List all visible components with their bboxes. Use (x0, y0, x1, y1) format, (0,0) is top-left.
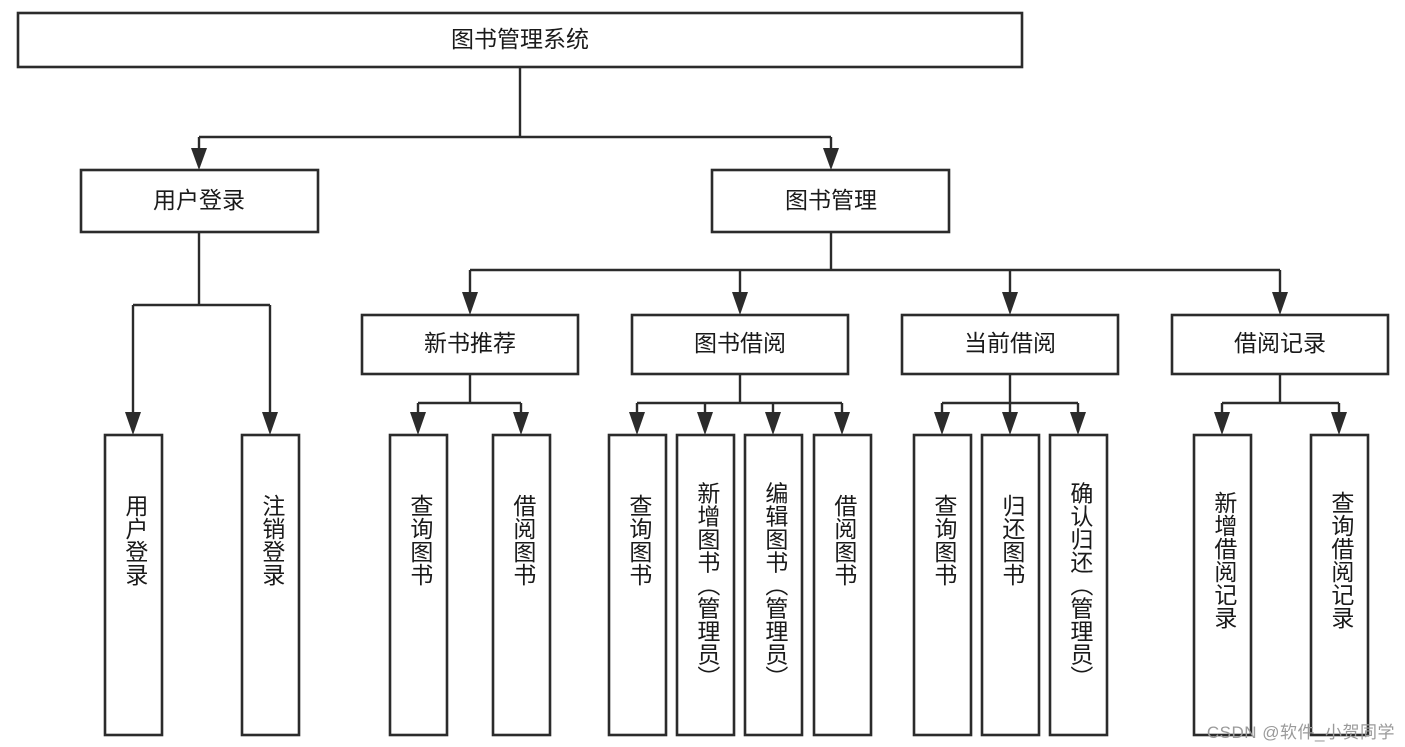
node-leaf-logout-login-box[interactable] (240, 433, 301, 737)
arrow-br-to-leaf-1 (1214, 412, 1230, 435)
node-leaf-edit-book[interactable]: 编辑图书（管理员） (743, 433, 804, 737)
node-borrow-record-box[interactable] (1170, 313, 1390, 376)
node-borrow-record[interactable]: 借阅记录 (1170, 313, 1390, 376)
node-leaf-borrow-book-1-box[interactable] (491, 433, 552, 737)
node-root-box[interactable] (16, 11, 1024, 69)
arrow-bb-to-leaf-2 (697, 412, 713, 435)
node-leaf-return-book[interactable]: 归还图书 (980, 433, 1041, 737)
node-current-borrow-box[interactable] (900, 313, 1120, 376)
node-leaf-query-book-1-label: 查询图书 (407, 494, 434, 586)
arrow-user-to-leaf-1 (125, 412, 141, 435)
node-leaf-query-book-2-box[interactable] (607, 433, 668, 737)
node-leaf-edit-book-label: 编辑图书（管理员） (762, 482, 789, 689)
node-new-book-recommend-box[interactable] (360, 313, 580, 376)
node-leaf-confirm-return-label: 确认归还（管理员） (1067, 482, 1094, 689)
arrow-bm-to-new-book (462, 292, 478, 315)
node-leaf-logout-login-label: 注销登录 (259, 494, 286, 586)
node-book-management-box[interactable] (710, 168, 951, 234)
node-leaf-query-book-1-box[interactable] (388, 433, 449, 737)
node-leaf-query-book-2[interactable]: 查询图书 (607, 433, 668, 737)
node-leaf-confirm-return-box[interactable] (1048, 433, 1109, 737)
node-book-borrow[interactable]: 图书借阅 (630, 313, 850, 376)
arrow-bb-to-leaf-4 (834, 412, 850, 435)
node-leaf-user-login-label: 用户登录 (122, 494, 149, 586)
node-leaf-query-book-3-label: 查询图书 (931, 494, 958, 586)
node-user-login[interactable]: 用户登录 (79, 168, 320, 234)
connector-group-current-borrow (934, 374, 1086, 435)
arrow-bb-to-leaf-1 (629, 412, 645, 435)
node-leaf-user-login[interactable]: 用户登录 (103, 433, 164, 737)
arrow-nb-to-leaf-2 (513, 412, 529, 435)
connector-group-book-borrow (629, 374, 850, 435)
arrow-root-to-user-login (191, 148, 207, 170)
node-user-login-box[interactable] (79, 168, 320, 234)
node-book-management[interactable]: 图书管理 (710, 168, 951, 234)
arrow-cb-to-leaf-3 (1070, 412, 1086, 435)
node-root-label: 图书管理系统 (451, 26, 589, 52)
node-borrow-record-label: 借阅记录 (1234, 330, 1326, 356)
node-leaf-query-book-3[interactable]: 查询图书 (912, 433, 973, 737)
node-new-book-recommend[interactable]: 新书推荐 (360, 313, 580, 376)
node-leaf-query-book-1[interactable]: 查询图书 (388, 433, 449, 737)
arrow-bm-to-current-borrow (1002, 292, 1018, 315)
node-leaf-query-book-3-box[interactable] (912, 433, 973, 737)
arrow-br-to-leaf-2 (1331, 412, 1347, 435)
node-book-borrow-box[interactable] (630, 313, 850, 376)
arrow-cb-to-leaf-2 (1002, 412, 1018, 435)
node-leaf-query-record[interactable]: 查询借阅记录 (1309, 433, 1370, 737)
node-leaf-user-login-box[interactable] (103, 433, 164, 737)
node-leaf-borrow-book-1[interactable]: 借阅图书 (491, 433, 552, 737)
arrow-user-to-leaf-2 (262, 412, 278, 435)
node-book-management-label: 图书管理 (785, 187, 877, 213)
node-leaf-query-book-2-label: 查询图书 (626, 494, 653, 586)
node-leaf-query-record-box[interactable] (1309, 433, 1370, 737)
node-leaf-add-book-box[interactable] (675, 433, 736, 737)
node-leaf-edit-book-box[interactable] (743, 433, 804, 737)
node-current-borrow-label: 当前借阅 (964, 330, 1056, 356)
arrow-bm-to-book-borrow (732, 292, 748, 315)
connector-group-book-management (462, 232, 1288, 315)
node-leaf-add-book[interactable]: 新增图书（管理员） (675, 433, 736, 737)
node-current-borrow[interactable]: 当前借阅 (900, 313, 1120, 376)
arrow-bm-to-borrow-record (1272, 292, 1288, 315)
arrow-nb-to-leaf-1 (410, 412, 426, 435)
connector-group-user-login (125, 232, 278, 435)
node-book-borrow-label: 图书借阅 (694, 330, 786, 356)
node-leaf-borrow-book-2[interactable]: 借阅图书 (812, 433, 873, 737)
node-leaf-query-record-label: 查询借阅记录 (1328, 491, 1355, 629)
connector-group-new-book (410, 374, 529, 435)
arrow-bb-to-leaf-3 (765, 412, 781, 435)
node-leaf-confirm-return[interactable]: 确认归还（管理员） (1048, 433, 1109, 737)
node-new-book-recommend-label: 新书推荐 (424, 330, 516, 356)
node-user-login-label: 用户登录 (153, 187, 245, 213)
node-leaf-add-record[interactable]: 新增借阅记录 (1192, 433, 1253, 737)
node-root[interactable]: 图书管理系统 (16, 11, 1024, 69)
node-leaf-add-record-box[interactable] (1192, 433, 1253, 737)
node-leaf-add-book-label: 新增图书（管理员） (694, 482, 721, 689)
node-leaf-borrow-book-2-box[interactable] (812, 433, 873, 737)
arrow-root-to-book-management (823, 148, 839, 170)
node-leaf-return-book-label: 归还图书 (999, 494, 1026, 586)
node-leaf-add-record-label: 新增借阅记录 (1211, 491, 1238, 629)
arrow-cb-to-leaf-1 (934, 412, 950, 435)
node-leaf-return-book-box[interactable] (980, 433, 1041, 737)
node-leaf-logout-login[interactable]: 注销登录 (240, 433, 301, 737)
connector-group-borrow-record (1214, 374, 1347, 435)
node-leaf-borrow-book-1-label: 借阅图书 (510, 494, 537, 586)
node-leaf-borrow-book-2-label: 借阅图书 (831, 494, 858, 586)
connector-group-root (191, 67, 839, 170)
